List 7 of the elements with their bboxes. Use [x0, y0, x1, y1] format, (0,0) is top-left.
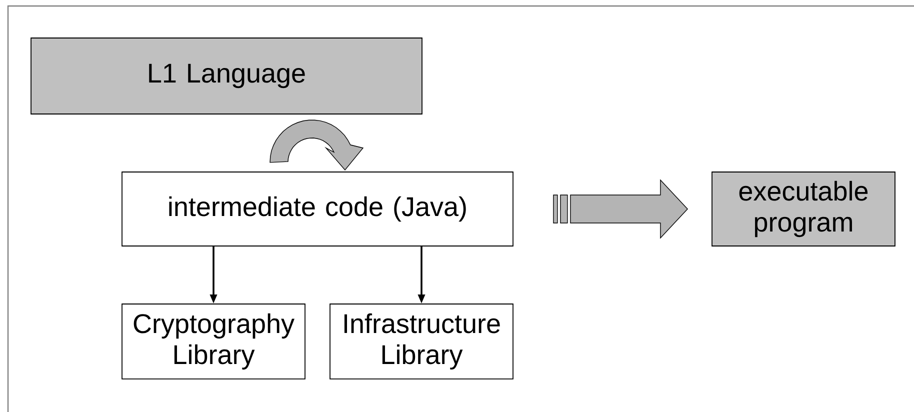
shaded-box: executable program [712, 172, 896, 246]
process-box: Cryptography Library [122, 304, 306, 380]
curved-arrow [270, 120, 364, 171]
block-arrow [553, 179, 688, 239]
process-box: Infrastructure Library [330, 304, 514, 380]
process-box: intermediate code (Java) [122, 172, 514, 246]
shaded-box: L1 Language [30, 38, 422, 114]
